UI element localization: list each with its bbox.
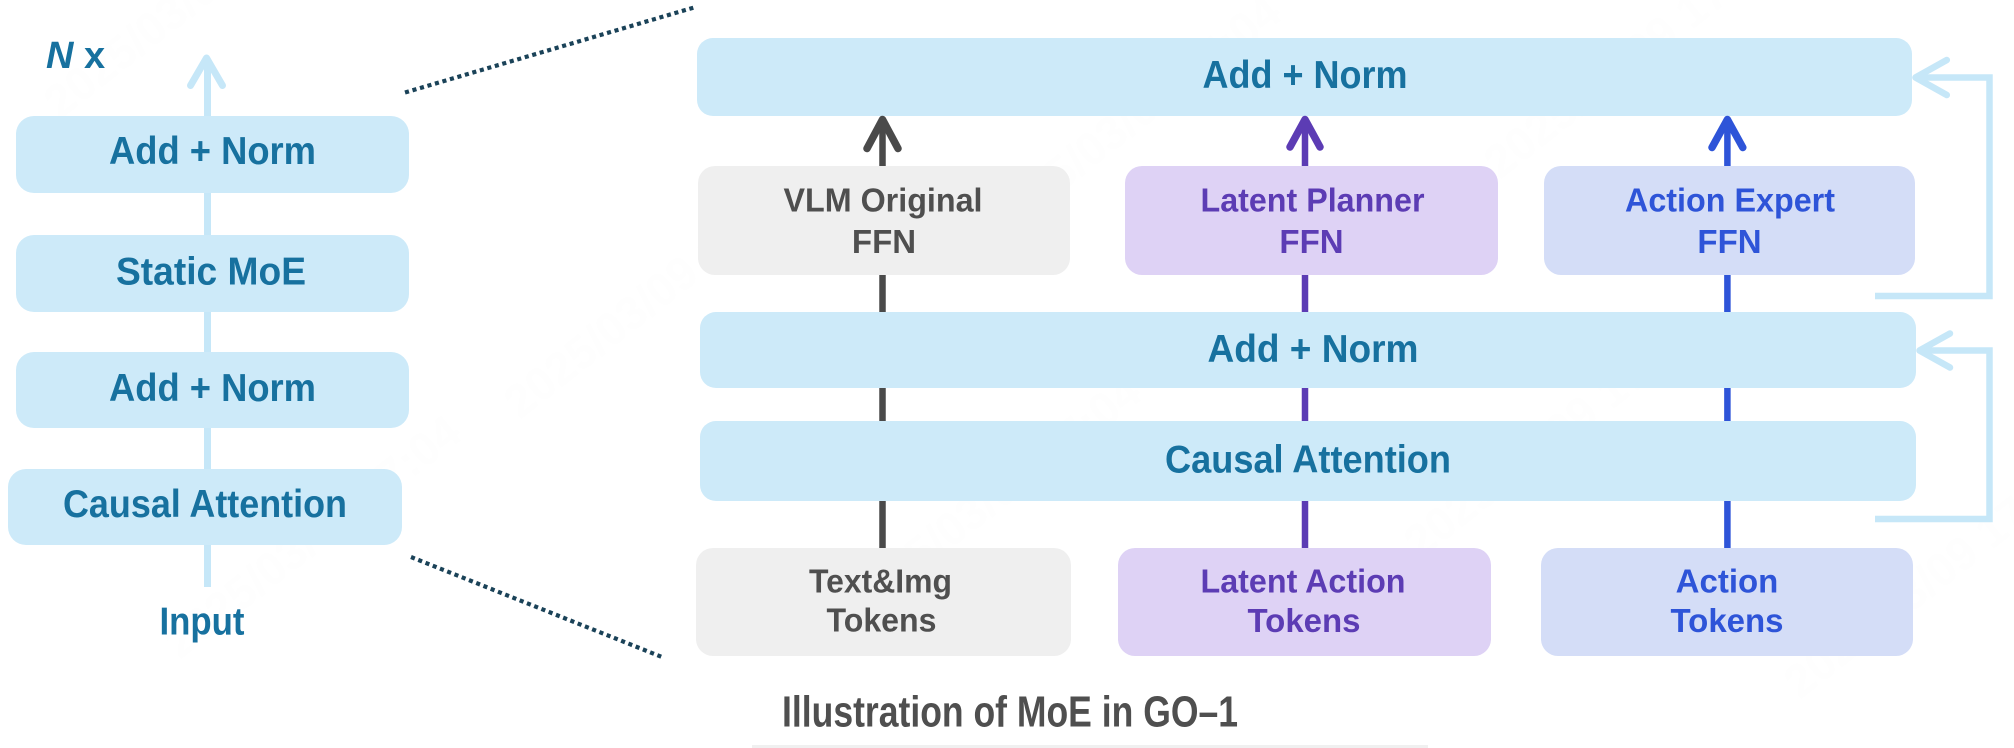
svg-text:Action Expert: Action Expert <box>1625 182 1835 219</box>
svg-text:Latent Action: Latent Action <box>1201 563 1406 600</box>
svg-text:Action: Action <box>1676 563 1779 600</box>
svg-text:Add + Norm: Add + Norm <box>1203 54 1408 97</box>
svg-text:Input: Input <box>160 601 245 644</box>
svg-text:Tokens: Tokens <box>1670 602 1783 639</box>
svg-text:Illustration of MoE in GO–1: Illustration of MoE in GO–1 <box>782 688 1238 737</box>
svg-text:Tokens: Tokens <box>1247 602 1360 639</box>
svg-text:Add + Norm: Add + Norm <box>109 130 316 173</box>
svg-text:Tokens: Tokens <box>827 602 937 639</box>
svg-text:FFN: FFN <box>1279 223 1343 260</box>
svg-text:Add + Norm: Add + Norm <box>1208 328 1419 371</box>
svg-text:Causal Attention: Causal Attention <box>1165 439 1451 482</box>
svg-text:Causal Attention: Causal Attention <box>63 483 347 526</box>
svg-text:N x: N x <box>46 35 105 77</box>
svg-text:FFN: FFN <box>1697 223 1761 260</box>
svg-text:Latent Planner: Latent Planner <box>1201 182 1425 219</box>
svg-text:Add + Norm: Add + Norm <box>109 367 316 410</box>
svg-text:Static MoE: Static MoE <box>116 251 306 294</box>
svg-text:Text&Img: Text&Img <box>809 563 952 600</box>
svg-text:VLM Original: VLM Original <box>784 182 983 219</box>
svg-text:FFN: FFN <box>852 223 916 260</box>
